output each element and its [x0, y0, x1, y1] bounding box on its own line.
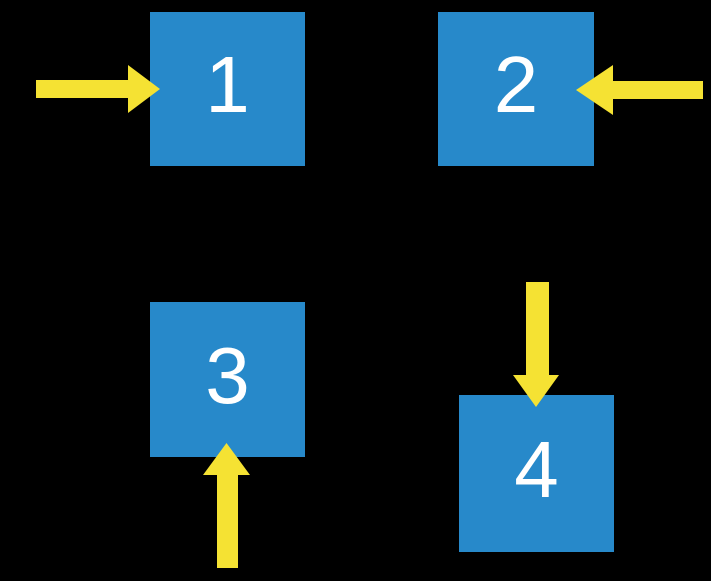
- square-4-label: 4: [514, 424, 559, 514]
- square-1: 1: [150, 12, 305, 166]
- square-1-label: 1: [205, 40, 250, 129]
- square-2: 2: [438, 12, 594, 166]
- left-arrow-icon: [576, 65, 703, 115]
- right-arrow-icon: [36, 65, 160, 113]
- square-3: 3: [150, 302, 305, 457]
- square-2-label: 2: [493, 40, 539, 129]
- up-arrow-icon: [203, 443, 250, 568]
- down-arrow-icon: [513, 282, 559, 407]
- square-4: 4: [459, 395, 614, 552]
- square-3-label: 3: [205, 330, 250, 420]
